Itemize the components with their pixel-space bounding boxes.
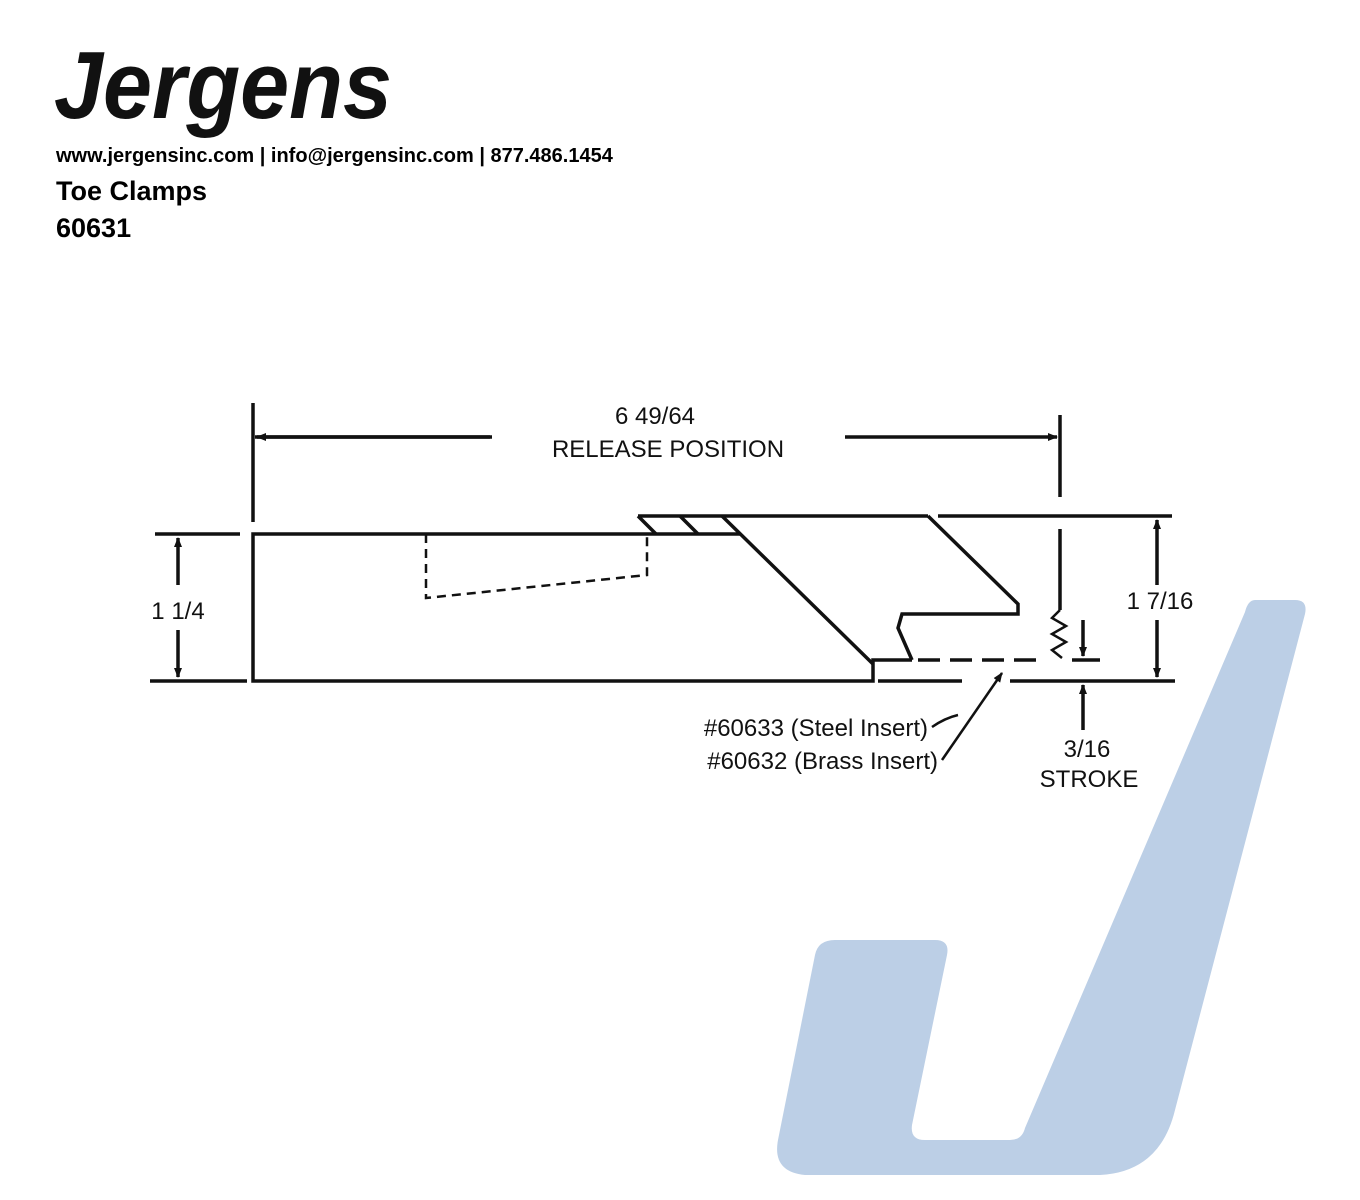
release-position-label: RELEASE POSITION [552,436,784,463]
page-title: Toe Clamps [56,176,208,206]
svg-text:Jergens: Jergens [54,38,392,138]
watermark-j-logo [777,600,1306,1175]
stroke-value-label: 3/16 [1064,736,1111,763]
clamp-outline [150,403,1175,761]
brass-insert-label: #60632 (Brass Insert) [707,748,938,775]
release-length-label: 6 49/64 [615,403,695,430]
part-number: 60631 [56,213,132,243]
contact-line: www.jergensinc.com | info@jergensinc.com… [56,145,613,167]
total-height-label: 1 7/16 [1127,588,1194,615]
base-height-label: 1 1/4 [151,598,204,625]
stroke-label: STROKE [1040,766,1139,793]
jergens-logo: Jergens [54,38,392,138]
steel-insert-label: #60633 (Steel Insert) [704,715,928,742]
